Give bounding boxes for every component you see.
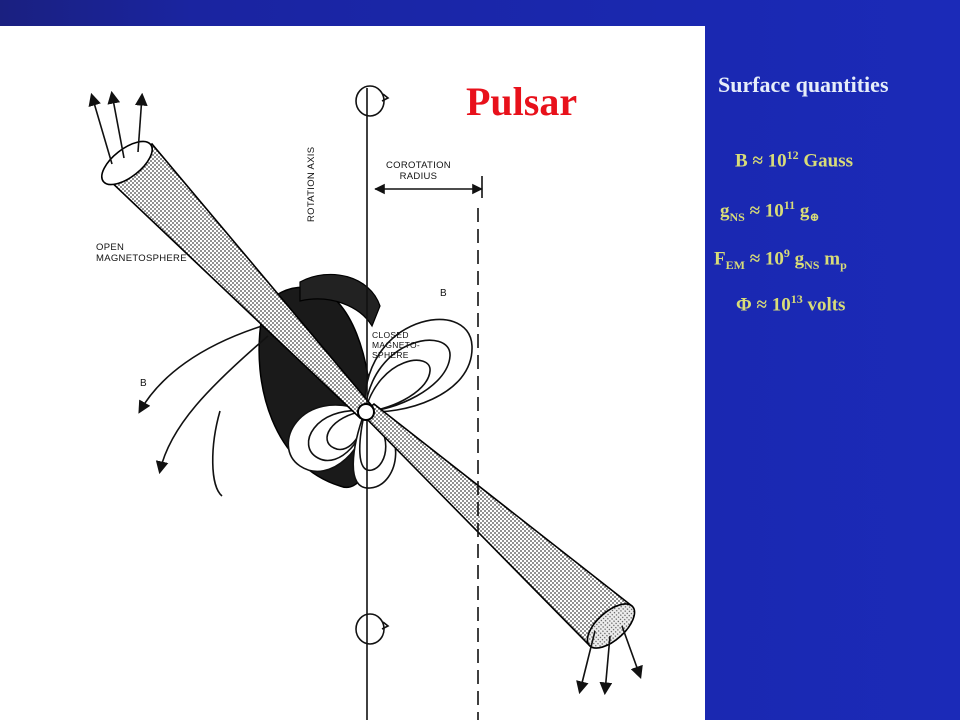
open-magnetosphere-label: OPEN MAGNETOSPHERE (96, 242, 187, 264)
eq-symbol: g (720, 200, 730, 222)
eq-exponent: 12 (786, 148, 799, 162)
closed-magnetosphere-label: CLOSED MAGNETO- SPHERE (372, 330, 421, 360)
upper-beam (101, 140, 374, 420)
eq-unit: volts (807, 294, 846, 316)
corotation-radius (374, 176, 483, 720)
rotation-axis-label: ROTATION AXIS (306, 146, 317, 222)
lower-beam (360, 402, 636, 649)
eq-relation: ≈ (749, 200, 761, 222)
eq-exponent: 11 (783, 198, 796, 212)
surface-gravity-equation: gNS ≈ 1011 g⊕ (720, 198, 819, 225)
lower-emission-arrows (576, 625, 643, 696)
eq-base: 10 (767, 150, 787, 172)
b-field-label: B (140, 378, 147, 389)
magnetic-field-equation: B ≈ 1012 Gauss (735, 148, 853, 172)
upper-emission-arrows (88, 90, 148, 165)
figure-panel: Pulsar COROTATION RADIUS ROTATION AXIS O… (0, 26, 705, 720)
eq-subscript: EM (725, 258, 745, 273)
eq-subscript: NS (729, 210, 745, 225)
eq-base: 10 (771, 294, 791, 316)
surface-quantities-heading: Surface quantities (718, 72, 889, 97)
open-field-lines (138, 325, 269, 497)
eq-base: 10 (764, 248, 784, 270)
eq-unit: Gauss (803, 150, 854, 172)
eq-symbol: m (824, 248, 841, 270)
eq-symbol: B (735, 150, 748, 172)
eq-symbol: g (799, 200, 810, 222)
eq-relation: ≈ (749, 248, 761, 270)
potential-equation: Φ ≈ 1013 volts (736, 292, 845, 316)
pulsar-diagram (88, 85, 643, 720)
corotation-radius-label: COROTATION RADIUS (386, 160, 451, 182)
eq-subscript: p (840, 258, 847, 273)
eq-symbol: g (794, 248, 805, 270)
eq-exponent: 13 (790, 292, 803, 306)
eq-relation: ≈ (756, 294, 767, 316)
eq-symbol: F (714, 248, 726, 270)
eq-exponent: 9 (783, 246, 790, 260)
side-panel: Surface quantities B ≈ 1012 Gauss gNS ≈ … (705, 0, 960, 720)
eq-subscript: NS (804, 258, 820, 273)
eq-relation: ≈ (752, 150, 763, 172)
neutron-star (357, 403, 375, 421)
eq-subscript: ⊕ (809, 210, 820, 225)
diagram-title: Pulsar (466, 79, 578, 124)
em-force-equation: FEM ≈ 109 gNS mp (714, 246, 847, 273)
eq-base: 10 (764, 200, 784, 222)
b-field-label: B (440, 288, 447, 299)
eq-symbol: Φ (736, 294, 752, 316)
